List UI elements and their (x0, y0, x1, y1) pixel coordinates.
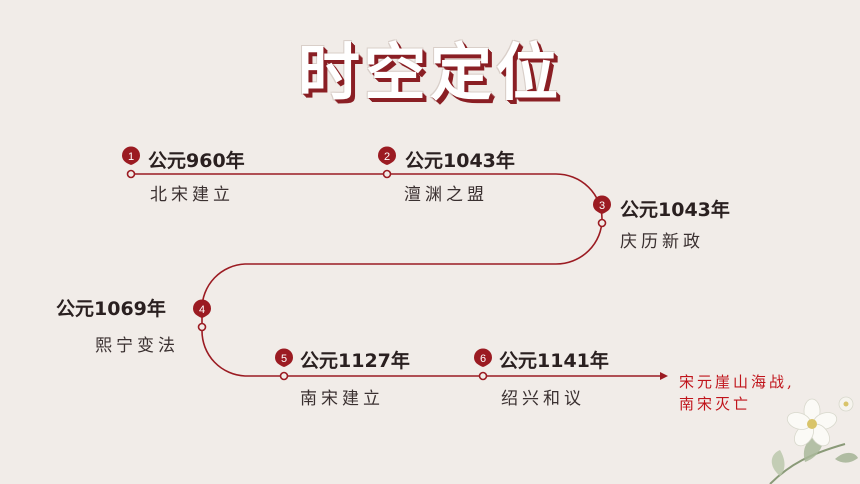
page-title: 时空定位 (297, 36, 562, 109)
event-year-6: 公元1141年 (499, 350, 609, 372)
marker-number: 1 (128, 151, 134, 163)
event-year-2: 公元1043年 (405, 150, 515, 172)
timeline-marker-4: 4 (193, 299, 211, 332)
flower-icon (769, 396, 858, 484)
event-year-1: 公元960年 (148, 150, 245, 172)
event-year-5: 公元1127年 (300, 350, 410, 372)
event-name-2: 澶渊之盟 (404, 185, 488, 205)
event-name-4: 熙宁变法 (95, 336, 179, 356)
final-event-line-1: 宋元崖山海战, (679, 373, 795, 391)
timeline-marker-2: 2 (378, 146, 396, 179)
timeline-marker-5: 5 (275, 348, 293, 381)
marker-number: 3 (599, 200, 605, 212)
timeline-marker-3: 3 (593, 195, 611, 228)
marker-number: 4 (199, 304, 205, 316)
event-name-6: 绍兴和议 (501, 389, 585, 409)
event-year-3: 公元1043年 (620, 199, 730, 221)
marker-number: 2 (384, 151, 390, 163)
timeline-arrow-icon (660, 372, 668, 380)
event-year-4: 公元1069年 (56, 298, 166, 320)
timeline-marker-6: 6 (474, 348, 492, 381)
event-name-1: 北宋建立 (150, 185, 234, 205)
event-name-5: 南宋建立 (300, 389, 384, 409)
final-event-line-2: 南宋灭亡 (679, 395, 752, 413)
final-event: 宋元崖山海战, 南宋灭亡 (679, 371, 795, 415)
marker-number: 6 (480, 353, 486, 365)
marker-number: 5 (281, 353, 287, 365)
event-name-3: 庆历新政 (620, 232, 704, 252)
timeline-marker-1: 1 (122, 146, 140, 179)
